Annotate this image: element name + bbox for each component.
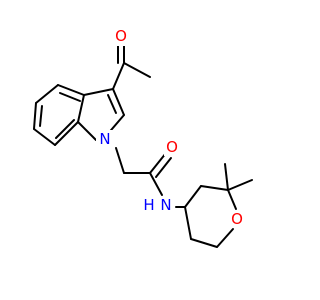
- atom-labels: O N O N H O: [96, 27, 245, 228]
- amide-oxygen-background: [164, 138, 180, 156]
- bond-c3-c2-double: [107, 94, 117, 114]
- amide-hydrogen-label: H: [143, 196, 154, 214]
- bond-c5-c4: [184, 206, 192, 240]
- ketone-oxygen-background: [113, 28, 129, 46]
- bond-amide-carbon-oxygen-double: [155, 157, 172, 178]
- bond-c3a-c4-inner: [59, 92, 81, 102]
- bond-c3a-c7a: [77, 94, 85, 123]
- bonds: [33, 41, 253, 248]
- bond-c6-c5: [190, 238, 218, 248]
- amide-nitrogen-label: N: [160, 196, 171, 214]
- molecule-canvas: O N O N H O: [33, 27, 253, 248]
- bond-n1-c7a: [77, 121, 97, 141]
- bond-c3-c3a: [83, 88, 114, 96]
- ring-oxygen-label: O: [231, 210, 243, 228]
- molecule-structure: O N O N H O: [33, 27, 253, 248]
- bond-c3-c2: [112, 88, 125, 116]
- bond-n1-ch2: [115, 147, 125, 174]
- bond-c3-c2-pyran: [200, 185, 229, 191]
- indole-nitrogen-background: [96, 130, 114, 148]
- amide-nitrogen-background: [157, 196, 175, 214]
- amide-oxygen-label: O: [166, 138, 178, 156]
- bond-c4-c3: [184, 185, 202, 208]
- amide-hydrogen-background: [142, 196, 156, 214]
- bond-c2-methyl-b: [227, 179, 253, 191]
- bond-c5-c6-inner: [39, 105, 43, 127]
- bond-ring-oxygen-c6: [216, 228, 234, 248]
- bond-c2-methyl-a: [224, 163, 229, 191]
- bond-c7-c7a-inner: [55, 119, 75, 139]
- bond-c2-ring-oxygen: [227, 189, 237, 210]
- indole-nitrogen-label: N: [99, 130, 110, 148]
- bond-c6-c7: [33, 128, 56, 146]
- bond-c4-c5: [35, 84, 59, 104]
- bond-amide-carbon-nitrogen: [149, 172, 163, 196]
- ring-oxygen-background: [229, 210, 245, 228]
- bond-carbonyl-c3: [112, 62, 125, 90]
- ketone-oxygen-label: O: [115, 27, 127, 45]
- bond-c3a-c4: [57, 84, 85, 96]
- bond-c5-c6: [33, 102, 37, 130]
- bond-c7-c7a: [54, 121, 79, 146]
- bond-amide-carbon-oxygen: [149, 152, 167, 174]
- bond-methyl-carbonyl: [123, 62, 151, 78]
